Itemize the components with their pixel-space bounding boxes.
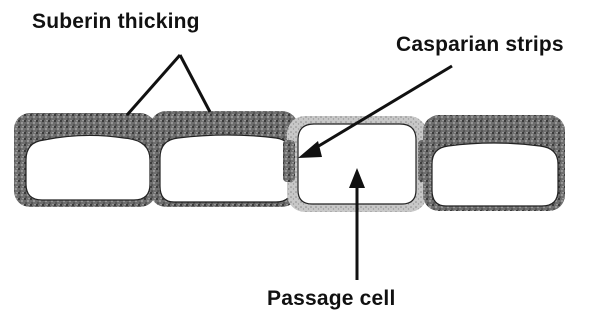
endodermal-cell-2 [150,111,298,207]
label-suberin-thicking: Suberin thicking [32,10,200,34]
suberin-leader-line-left [127,55,180,115]
cell-lumen-1 [26,135,150,200]
label-passage-cell: Passage cell [267,287,396,311]
cell-lumen-2 [160,135,292,202]
cell-lumen-4 [432,143,558,206]
casparian-strip-left [283,140,295,182]
endodermal-cell-4 [423,115,565,211]
suberin-leader-line-right [180,55,210,112]
endodermal-cell-1 [14,113,156,207]
label-casparian-strips: Casparian strips [396,33,564,57]
